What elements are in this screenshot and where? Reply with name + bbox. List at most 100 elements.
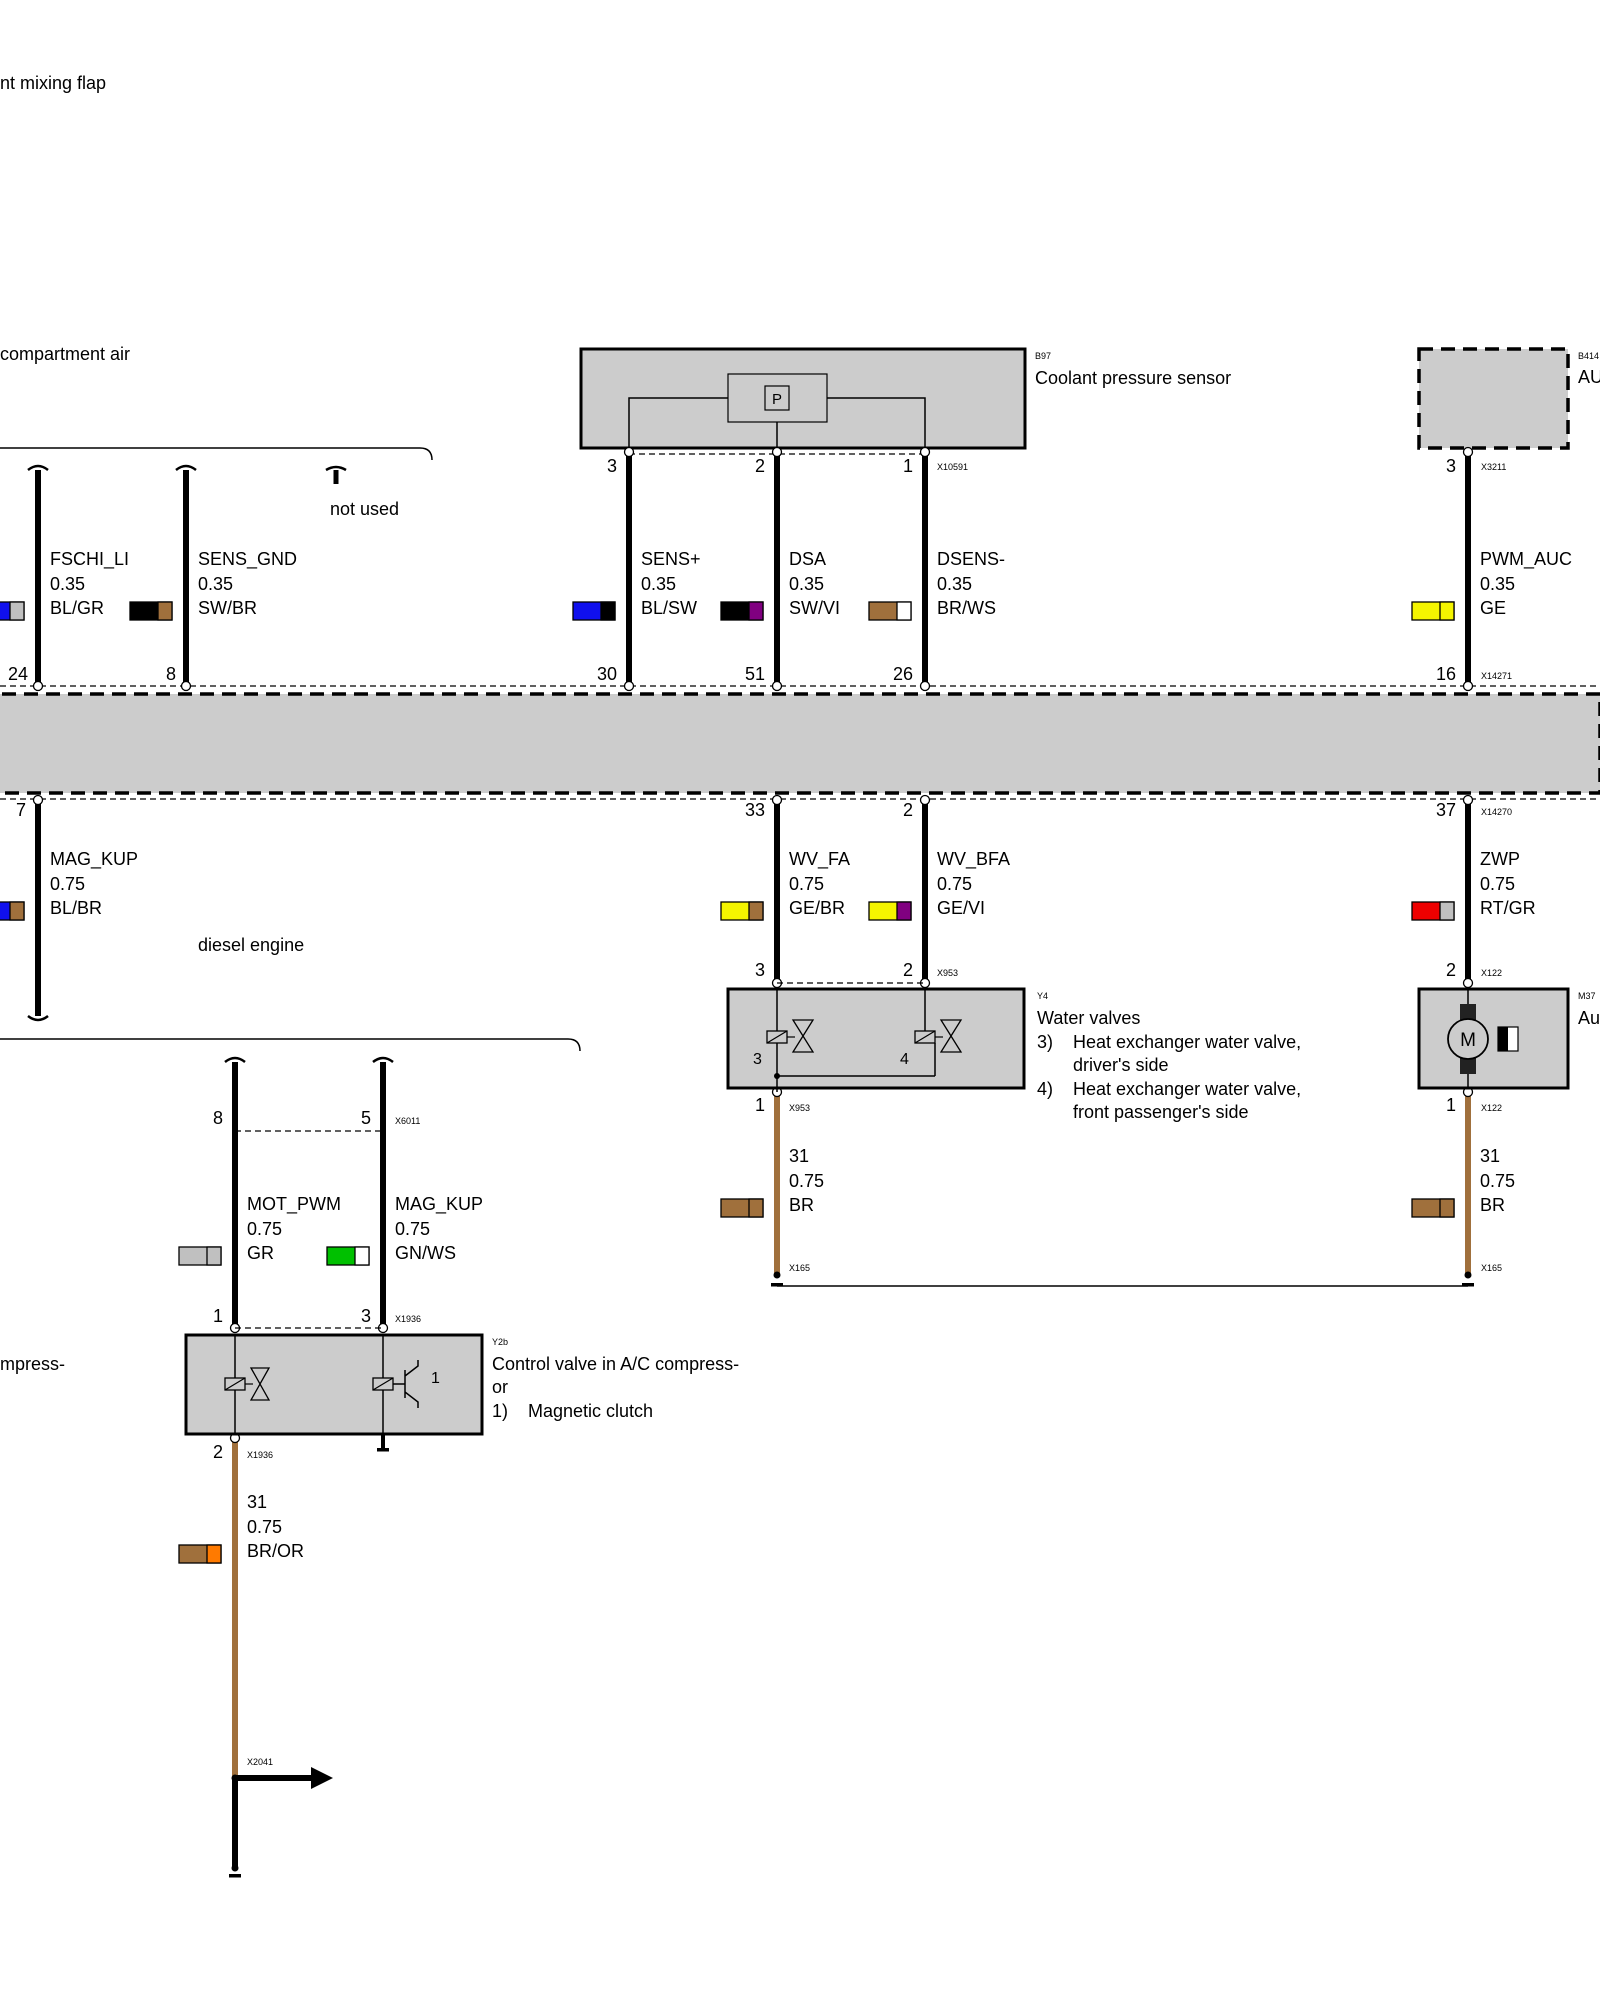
b414-connector: X3211	[1481, 462, 1506, 472]
compress-left-label: mpress-	[0, 1354, 65, 1374]
wire-dsa-gauge: 0.35	[789, 574, 824, 594]
wire-sensgnd-pin-bottom	[180, 680, 192, 692]
m37-box	[1417, 987, 1570, 1090]
wire-sensp-gauge: 0.35	[641, 574, 676, 594]
wire-y2bgnd-signal: 31	[247, 1492, 267, 1512]
x2041-ground-icon	[229, 1874, 241, 1878]
wire-motpwm-signal: MOT_PWM	[247, 1194, 341, 1215]
wire-m37gnd-color: BR	[1480, 1195, 1505, 1215]
wire-fschi-swatch-stripe	[9, 601, 25, 621]
wire-pwmauc-signal: PWM_AUC	[1480, 549, 1572, 570]
wire-pwmauc-pin-bottom-label: 16	[1436, 664, 1456, 684]
diesel-engine-label: diesel engine	[198, 935, 304, 955]
wire-dsa-pin-top-label: 2	[755, 456, 765, 476]
wire-dsa-swatch-stripe	[748, 601, 764, 621]
solenoid-3-diag	[766, 1030, 788, 1044]
b97-code: B97	[1035, 351, 1051, 361]
motor-symbol: M	[1460, 1030, 1476, 1051]
y4-item4-text-b: front passenger's side	[1073, 1102, 1249, 1122]
wire-magkup1-gauge: 0.75	[50, 874, 85, 894]
wire-wvbfa-pin-bottom-label: 2	[903, 960, 913, 980]
y2b-inner-1: 1	[431, 1370, 440, 1387]
wire-y4gnd-gauge: 0.75	[789, 1171, 824, 1191]
wire-y4gnd-pin-top-label: 1	[755, 1095, 765, 1115]
m37-ground-icon	[1462, 1283, 1474, 1287]
x6011-connector: X6011	[395, 1116, 420, 1126]
motor-icon	[1447, 1018, 1489, 1060]
wire-dsens-pin-bottom	[919, 680, 931, 692]
wire-dsa-color: SW/VI	[789, 598, 840, 618]
b414-box	[1417, 347, 1570, 450]
wire-dsens-gauge: 0.35	[937, 574, 972, 594]
y4-item4-num: 4)	[1037, 1079, 1053, 1099]
solenoid-4-diag	[914, 1030, 936, 1044]
wire-wvfa-signal: WV_FA	[789, 849, 850, 870]
connector-group-bracket-top	[0, 447, 433, 461]
wire-dsens-signal: DSENS-	[937, 549, 1005, 569]
wire-pwmauc-color: GE	[1480, 598, 1506, 618]
b414-name: AU	[1578, 367, 1600, 387]
y4-ground-connector: X165	[789, 1263, 810, 1273]
m37-code: M37	[1578, 991, 1596, 1001]
x2041-ground-dot	[231, 1864, 239, 1872]
wire-sensgnd-pin-bottom-label: 8	[166, 664, 176, 684]
wire-motpwm-color: GR	[247, 1243, 274, 1263]
wire-zwp-pin-bottom-label: 2	[1446, 960, 1456, 980]
y2b-code: Y2b	[492, 1337, 508, 1347]
wire-m37gnd-pin-top-label: 1	[1446, 1095, 1456, 1115]
wire-dsens-color: BR/WS	[937, 598, 996, 618]
wire-wvfa-color: GE/BR	[789, 898, 845, 918]
y2b-item1-text: Magnetic clutch	[528, 1401, 653, 1421]
not-used-label: not used	[330, 499, 399, 519]
wire-magkup1-pin-top	[32, 794, 44, 806]
y4-code: Y4	[1037, 991, 1048, 1001]
wire-y2bgnd-swatch-stripe	[206, 1544, 222, 1564]
wire-dsens-swatch-stripe	[896, 601, 912, 621]
b414-component: B414 AU	[1417, 347, 1600, 450]
continuation-arrow-icon	[311, 1767, 333, 1789]
wire-sensp-pin-top	[623, 446, 635, 458]
wire-wvbfa-swatch-stripe	[896, 901, 912, 921]
m37-ground-connector: X165	[1481, 1263, 1502, 1273]
solenoid-clutch-diag	[372, 1377, 394, 1391]
wire-fschi-pin-bottom	[32, 680, 44, 692]
wire-motpwm-gauge: 0.75	[247, 1219, 282, 1239]
b97-connector: X10591	[937, 462, 968, 472]
y4-item4-text-a: Heat exchanger water valve,	[1073, 1079, 1301, 1099]
wire-sensp-swatch-stripe	[600, 601, 616, 621]
wire-wvbfa-gauge: 0.75	[937, 874, 972, 894]
wire-magkup2-pin-top-label: 5	[361, 1108, 371, 1128]
y4-item3-text-a: Heat exchanger water valve,	[1073, 1032, 1301, 1052]
wire-magkup1-pin-top-label: 7	[16, 800, 26, 820]
not-used-pin-cap	[325, 465, 347, 472]
wire-fschi-color: BL/GR	[50, 598, 104, 618]
wire-dsa-signal: DSA	[789, 549, 826, 569]
cu-bottom-connector: X14270	[1481, 807, 1512, 817]
wire-magkup1-color: BL/BR	[50, 898, 102, 918]
wire-zwp-color: RT/GR	[1480, 898, 1536, 918]
wire-sensp-pin-bottom-label: 30	[597, 664, 617, 684]
y4-item3-text-b: driver's side	[1073, 1055, 1168, 1075]
wire-y4gnd-signal: 31	[789, 1146, 809, 1166]
m37-ground-dot	[1464, 1271, 1472, 1279]
water-valves: 3 4 Y4 Water valves 3) Heat exchanger wa…	[726, 987, 1301, 1122]
wire-m37gnd-swatch-stripe	[1439, 1198, 1455, 1218]
b97-name: Coolant pressure sensor	[1035, 368, 1231, 388]
y2b-connector-bottom: X1936	[247, 1450, 273, 1460]
wire-fschi-cap-top	[27, 464, 49, 472]
m37-name: Au	[1578, 1008, 1600, 1028]
wire-zwp-signal: ZWP	[1480, 849, 1520, 869]
magnetic-clutch-icon	[393, 1360, 419, 1408]
wire-sensp-pin-bottom	[623, 680, 635, 692]
wire-sensp-signal: SENS+	[641, 549, 701, 569]
y4-common-ground	[776, 1043, 936, 1092]
wire-sensgnd-gauge: 0.35	[198, 574, 233, 594]
wire-dsens-pin-top	[919, 446, 931, 458]
wire-y2bgnd-pin-top-label: 2	[213, 1442, 223, 1462]
control-unit-band	[0, 692, 1600, 795]
wire-zwp-pin-top-label: 37	[1436, 800, 1456, 820]
x2041-connector: X2041	[247, 1757, 273, 1767]
wire-wvfa-pin-top-label: 33	[745, 800, 765, 820]
wire-fschi-signal: FSCHI_LI	[50, 549, 129, 570]
coolant-pressure-sensor: P B97 Coolant pressure sensor	[579, 347, 1231, 452]
